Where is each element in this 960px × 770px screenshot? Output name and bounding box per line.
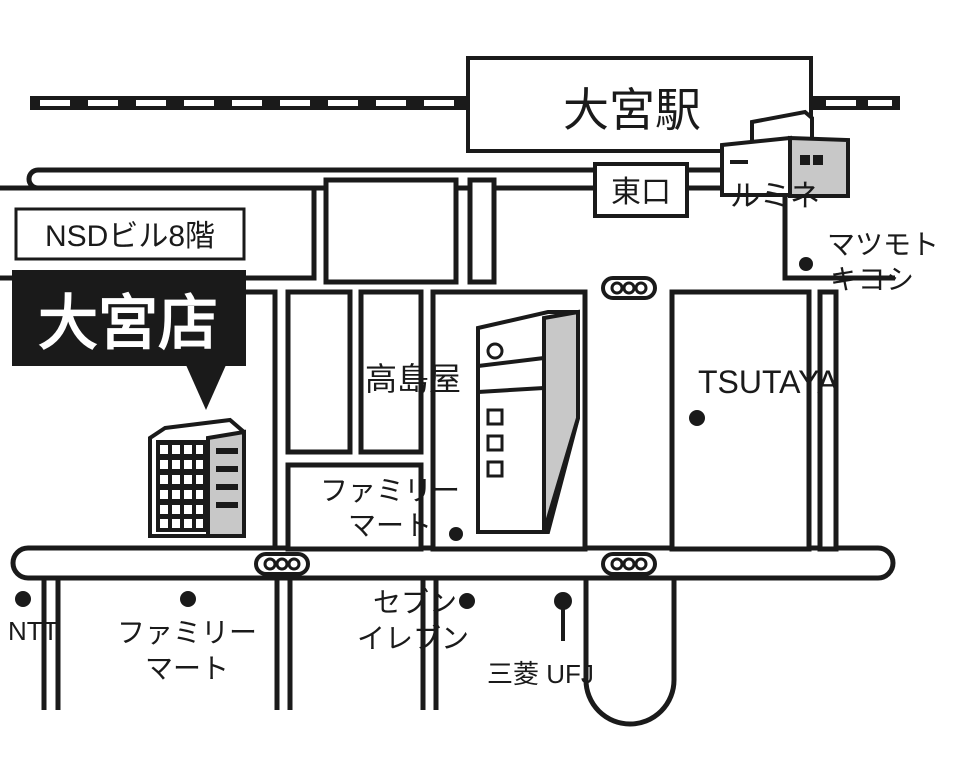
takashimaya-label: 高島屋 (365, 361, 461, 397)
lower-streets (41, 578, 677, 727)
store-building-icon (148, 417, 246, 538)
ntt-label: NTT (8, 616, 59, 646)
lumine-building-icon (720, 109, 850, 198)
location-dot-icon (689, 410, 705, 426)
location-dot-icon (449, 527, 463, 541)
traffic-signal-icon (601, 552, 657, 576)
pointer-triangle-icon (186, 365, 226, 410)
store-name-callout: 大宮店 (12, 270, 246, 410)
matsumoto-label-2: キヨシ (830, 264, 914, 295)
location-dot-icon (180, 591, 196, 607)
location-dot-icon (799, 257, 813, 271)
tsutaya-label: TSUTAYA (698, 364, 839, 400)
familymart-lower-label-2: マート (145, 653, 229, 684)
exit-name: 東口 (611, 176, 671, 209)
location-dot-icon (459, 593, 475, 609)
station-name: 大宮駅 (563, 84, 701, 136)
takashimaya-building-icon (476, 309, 580, 534)
lumine-label: ルミネ (730, 180, 820, 213)
store-name: 大宮店 (38, 289, 218, 359)
familymart-lower-label-1: ファミリー (117, 617, 257, 648)
location-dot-icon (15, 591, 31, 607)
store-floor-label: NSDビル8階 (14, 207, 246, 261)
familymart-upper-label-2: マート (348, 510, 432, 541)
east-exit-label: 東口 (593, 162, 689, 218)
station-building: 大宮駅 (466, 56, 813, 153)
traffic-signal-icon (254, 552, 310, 576)
store-floor: NSDビル8階 (45, 220, 215, 253)
traffic-signal-icon (601, 276, 657, 300)
mufg-pin-icon (554, 592, 572, 641)
seven-label-1: セブン (373, 587, 457, 618)
seven-label-2: イレブン (357, 623, 469, 654)
matsumoto-label-1: マツモト (827, 229, 939, 260)
mufg-label: 三菱 UFJ (487, 659, 594, 689)
familymart-upper-label-1: ファミリー (320, 475, 460, 506)
